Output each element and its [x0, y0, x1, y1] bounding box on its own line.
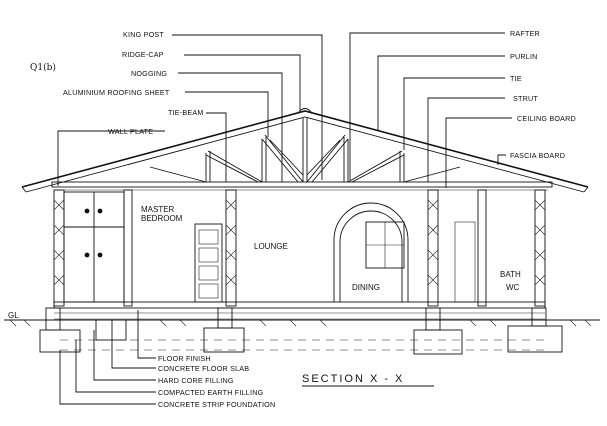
- leaders-right: [349, 32, 512, 188]
- label-ceiling-board: CEILING BOARD: [517, 114, 576, 123]
- labels-bottom: FLOOR FINISH CONCRETE FLOOR SLAB HARD CO…: [158, 354, 275, 409]
- dining-arch: [333, 202, 409, 302]
- room-dining: DINING: [352, 283, 380, 292]
- label-aluminium-roofing-sheet: ALUMINIUM ROOFING SHEET: [63, 88, 170, 97]
- room-wc: WC: [506, 283, 520, 292]
- label-nogging: NOGGING: [131, 69, 167, 78]
- foundations: GL: [4, 307, 600, 355]
- section-title: SECTION X - X: [302, 373, 404, 385]
- label-floor-finish: FLOOR FINISH: [158, 354, 211, 363]
- label-rafter: RAFTER: [510, 29, 540, 38]
- building-walls: [53, 189, 546, 320]
- label-concrete-floor-slab: CONCRETE FLOOR SLAB: [158, 364, 249, 373]
- label-tie: TIE: [510, 74, 522, 83]
- label-purlin: PURLIN: [510, 52, 538, 61]
- label-hard-core-filling: HARD CORE FILLING: [158, 376, 234, 385]
- room-master-line2: BEDROOM: [141, 214, 183, 223]
- label-ridge-cap: RIDGE-CAP: [122, 50, 164, 59]
- label-tie-beam: TIE-BEAM: [168, 108, 204, 117]
- labels-left: KING POST RIDGE-CAP NOGGING ALUMINIUM RO…: [63, 30, 204, 136]
- label-compacted-earth-filling: COMPACTED EARTH FILLING: [158, 388, 264, 397]
- leaders-left: [57, 34, 323, 186]
- room-lounge: LOUNGE: [254, 242, 288, 251]
- tie-beam: [51, 181, 553, 188]
- label-king-post: KING POST: [123, 30, 164, 39]
- floor-slab: [53, 301, 546, 309]
- label-concrete-strip-foundation: CONCRETE STRIP FOUNDATION: [158, 400, 275, 409]
- label-wall-plate: WALL PLATE: [108, 127, 153, 136]
- label-fascia-board: FASCIA BOARD: [510, 151, 565, 160]
- label-strut: STRUT: [513, 94, 538, 103]
- room-labels: MASTER BEDROOM LOUNGE DINING BATH WC: [141, 205, 521, 292]
- roof: [21, 108, 589, 193]
- labels-right: RAFTER PURLIN TIE STRUT CEILING BOARD FA…: [510, 29, 576, 160]
- question-number: Q1(b): [30, 62, 56, 73]
- room-bath: BATH: [500, 270, 521, 279]
- ground-level-label: GL: [8, 311, 19, 320]
- leaders-bottom: [59, 310, 156, 405]
- room-master-line1: MASTER: [141, 205, 175, 214]
